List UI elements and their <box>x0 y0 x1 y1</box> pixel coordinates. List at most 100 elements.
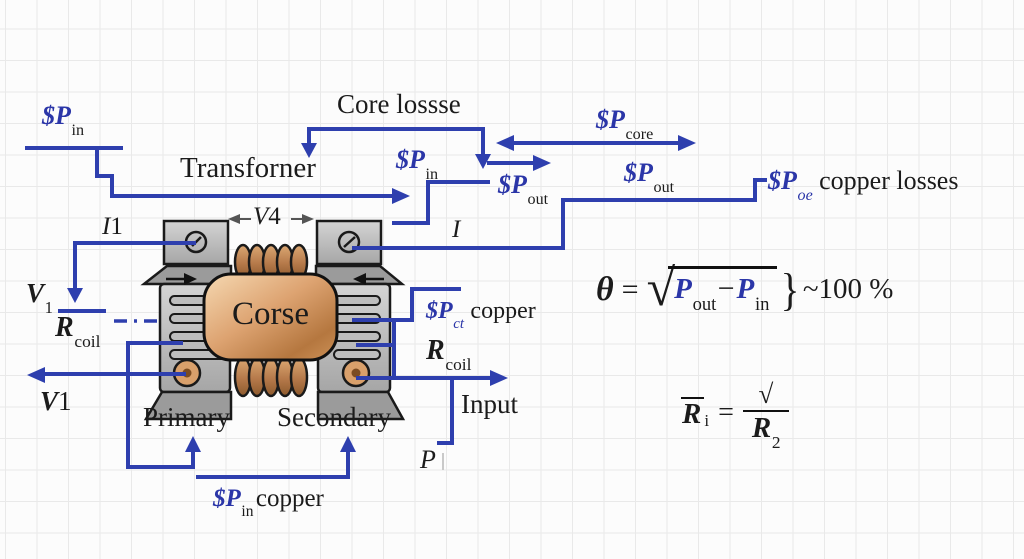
arrowheads <box>27 135 696 452</box>
radical-symbol: √ <box>646 260 676 317</box>
rcoil-right-subscript: coil <box>445 355 472 375</box>
label-pin-copper: $Pincopper <box>213 485 324 519</box>
r2-subscript: 2 <box>771 433 781 453</box>
right-foot <box>316 390 406 421</box>
rcoil-left-symbol: R <box>55 312 74 343</box>
radicand: Pout−Pin <box>668 266 777 314</box>
pin-mid-symbol: $P <box>396 145 425 174</box>
ri-equals-sign: = <box>718 397 734 429</box>
square-root: √ Pout−Pin <box>646 260 777 317</box>
pin-copper-text: copper <box>255 485 324 512</box>
label-secondary: Secondary <box>277 403 391 431</box>
label-input: Input <box>461 390 518 418</box>
closing-brace: } <box>780 263 800 315</box>
label-p-bottom: P <box>420 446 436 473</box>
label-pct-copper: $Pct copper <box>426 298 536 331</box>
v4-symbol: V <box>253 203 269 230</box>
coil-windings-top <box>233 243 309 281</box>
pout-left-subscript: out <box>527 190 549 208</box>
poe-symbol: $P <box>768 166 797 195</box>
secondary-terminal-slot <box>343 236 356 248</box>
pout-eq-symbol: P <box>674 273 692 305</box>
input-bracket-line <box>437 378 454 445</box>
i-symbol: I <box>452 216 461 243</box>
pin-top-subscript: in <box>71 121 85 139</box>
fraction-denominator: R2 <box>742 410 789 452</box>
v4-number: 4 <box>268 203 281 230</box>
pin-eq-symbol: P <box>736 273 755 305</box>
fraction: √ R2 <box>742 379 789 452</box>
label-i-right: I <box>452 216 461 243</box>
arrow-right-transformer-icon <box>392 188 410 204</box>
connector-lines <box>25 127 767 479</box>
label-i1: I1 <box>102 213 123 240</box>
rcoil-right-symbol: R <box>426 335 445 366</box>
ri-subscript: i <box>704 410 710 430</box>
label-poe-copper-losses: $Poe copper losses <box>768 166 959 203</box>
core-losses-text: Core lossse <box>337 89 461 119</box>
arrow-up-primary-icon <box>185 436 201 452</box>
pout-right-subscript: out <box>653 178 675 196</box>
arrow-down-coreloss-right-icon <box>475 154 491 169</box>
pin-eq-subscript: in <box>754 294 770 316</box>
secondary-bottom-terminal-center <box>351 368 361 378</box>
output-power-line <box>352 178 767 250</box>
primary-text: Primary <box>143 402 230 432</box>
pin-top-symbol: $P <box>42 101 71 130</box>
rcoil-left-subscript: coil <box>74 332 101 352</box>
label-transformer: Transforner <box>180 153 316 183</box>
copper-losses-text: copper losses <box>819 166 959 195</box>
secondary-pointer-line <box>196 452 350 479</box>
pout-right-symbol: $P <box>624 158 653 187</box>
i1-symbol: I <box>102 213 111 240</box>
v4-dimension-arrows-icon <box>228 214 314 224</box>
label-pcore: $Pcore <box>596 105 653 142</box>
pcore-subscript: core <box>625 125 654 143</box>
p-symbol: P <box>420 445 436 474</box>
core-body <box>202 272 339 362</box>
efficiency-result: ~100 % <box>802 273 894 306</box>
left-foot <box>143 390 233 421</box>
label-rcoil-right: Rcoil <box>426 335 471 374</box>
pout-eq-subscript: out <box>692 294 717 316</box>
r2-symbol: R <box>751 412 772 444</box>
input-text: Input <box>461 389 518 419</box>
label-pin-mid: $Pin <box>396 145 438 182</box>
i1-line <box>73 241 196 290</box>
label-primary: Primary <box>143 403 230 431</box>
fraction-numerator: √ <box>758 379 774 409</box>
primary-pointer-line <box>126 341 195 469</box>
transformer-drawing <box>140 214 406 421</box>
pcore-symbol: $P <box>596 105 625 134</box>
flux-arrow-left-icon <box>166 273 197 285</box>
core-name-text: Corse <box>232 296 309 332</box>
minus-sign: − <box>717 272 735 305</box>
label-pout-left: $Pout <box>498 171 548 207</box>
pct-subscript: ct <box>453 315 465 332</box>
v1-top-symbol: V <box>26 278 45 308</box>
arrow-down-coreloss-left-icon <box>301 143 317 158</box>
i1-number: 1 <box>110 213 123 240</box>
arrow-left-v1-icon <box>27 367 45 383</box>
pin-mid-subscript: in <box>425 165 439 183</box>
poe-subscript: oe <box>797 186 813 204</box>
pct-copper-text: copper <box>470 298 536 324</box>
pin-copper-symbol: $P <box>213 485 241 512</box>
arrow-right-input-icon <box>490 370 508 386</box>
label-v1-top: V1 <box>26 278 53 316</box>
label-pout-right: $Pout <box>624 158 674 195</box>
arrow-up-secondary-icon <box>340 436 356 452</box>
pct-symbol: $P <box>426 298 453 324</box>
arrow-left-pcore-icon <box>496 135 514 151</box>
pin-mid-elbow <box>392 180 430 225</box>
label-rcoil-left: Rcoil <box>55 312 100 351</box>
v1-bottom-symbol: V <box>40 386 59 416</box>
label-v1-bottom: V1 <box>40 387 72 415</box>
equals-sign: = <box>621 272 639 306</box>
transformer-title: Transforner <box>180 152 316 184</box>
secondary-text: Secondary <box>277 402 391 432</box>
ri-symbol: R <box>682 397 702 430</box>
arrow-right-pout-icon <box>533 155 551 171</box>
